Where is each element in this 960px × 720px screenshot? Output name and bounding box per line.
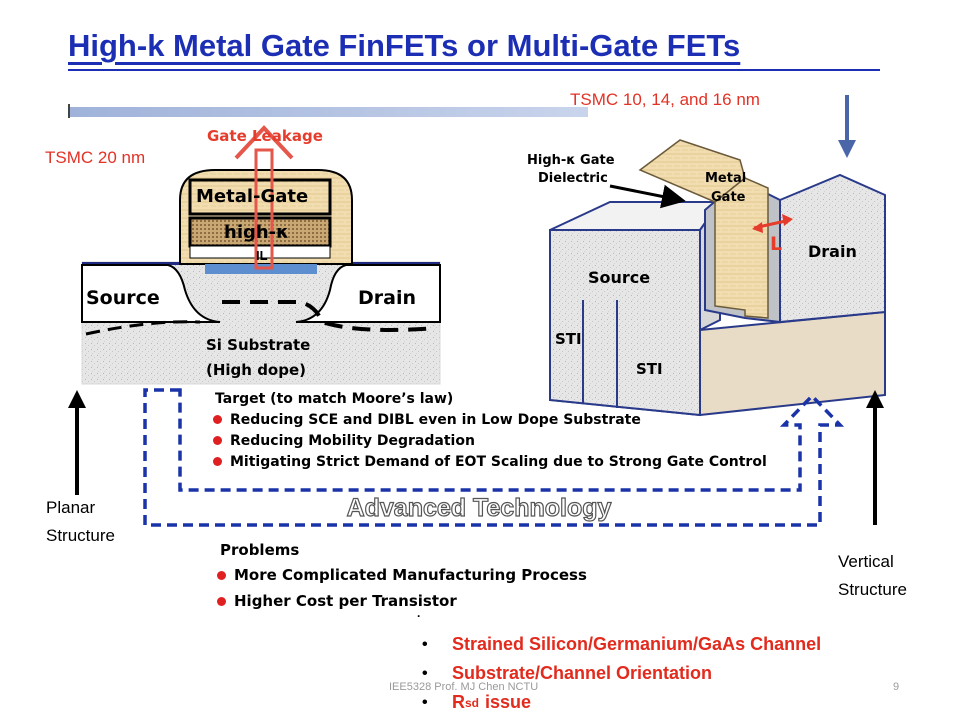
planar-source-label: Source xyxy=(86,287,160,309)
bottom-bullet-item: • Strained Silicon/Germanium/GaAs Channel xyxy=(422,630,821,659)
il-label: IL xyxy=(256,248,268,263)
finfet-drain-label: Drain xyxy=(808,242,857,261)
advanced-technology-arrow xyxy=(143,388,845,527)
finfet-diagram xyxy=(549,139,886,417)
problems-list: Problems More Complicated Manufacturing … xyxy=(217,538,587,614)
planar-structure-label-line2: Structure xyxy=(46,526,115,545)
bullet-dot xyxy=(213,457,222,466)
substrate-label-line2: (High dope) xyxy=(206,361,306,379)
target-item-text: Reducing Mobility Degradation xyxy=(230,432,475,449)
title-underline xyxy=(68,69,880,71)
dielectric-pointer xyxy=(609,184,686,209)
dielectric-label-line2: Dielectric xyxy=(538,171,608,186)
finfet-metal-gate xyxy=(714,177,769,319)
planar-drain-region xyxy=(295,264,441,323)
gate-leakage-label: Gate Leakage xyxy=(207,127,323,145)
dielectric-label-line1: High-κ Gate xyxy=(527,153,615,168)
vertical-structure-label-line2: Structure xyxy=(838,580,907,599)
planar-transistor-diagram xyxy=(81,125,441,385)
finfet-source-label: Source xyxy=(588,268,651,287)
decorative-bar xyxy=(68,107,588,117)
advanced-technology-label: Advanced Technology xyxy=(347,494,612,522)
vertical-structure-label-line1: Vertical xyxy=(838,552,894,571)
gate-length-arrowhead-left xyxy=(752,222,763,233)
interfacial-layer xyxy=(189,245,331,259)
target-item-text: Mitigating Strict Demand of EOT Scaling … xyxy=(230,453,767,470)
problems-heading: Problems xyxy=(220,541,300,559)
target-heading: Target (to match Moore’s law) xyxy=(215,390,454,407)
bullet-dot xyxy=(217,596,226,606)
bottom-bullet-item: • Substrate/Channel Orientation xyxy=(422,659,821,688)
problem-item-text: Higher Cost per Transistor xyxy=(234,592,457,610)
high-k-label: high-κ xyxy=(224,222,289,243)
problem-item: More Complicated Manufacturing Process xyxy=(217,562,587,588)
bottom-bullet-text: Substrate/Channel Orientation xyxy=(452,663,713,683)
rsd-symbol: R xyxy=(452,692,465,712)
planar-source-region xyxy=(81,264,221,323)
planar-structure-label-line1: Planar xyxy=(46,498,96,517)
target-list: Target (to match Moore’s law) Reducing S… xyxy=(213,388,767,472)
stray-dot: . xyxy=(417,606,421,620)
rsd-subscript: sd xyxy=(465,695,480,710)
tsmc-20nm-label: TSMC 20 nm xyxy=(45,148,146,167)
gate-leakage-arrowhead xyxy=(234,125,294,160)
planar-drain-label: Drain xyxy=(358,287,417,309)
finfet-metal-label-line1: Metal xyxy=(705,171,747,186)
bottom-bullet-text: issue xyxy=(485,692,532,712)
finfet-gate-top xyxy=(638,139,746,203)
decorative-bar-tick xyxy=(68,104,70,118)
slide-title: High-k Metal Gate FinFETs or Multi-Gate … xyxy=(68,28,741,63)
target-item: Mitigating Strict Demand of EOT Scaling … xyxy=(213,451,767,472)
planar-arrowhead xyxy=(68,390,86,408)
substrate-label-line1: Si Substrate xyxy=(206,336,311,354)
target-item: Reducing Mobility Degradation xyxy=(213,430,767,451)
tsmc-10-14-16-label: TSMC 10, 14, and 16 nm xyxy=(570,90,760,109)
gate-leakage-path xyxy=(254,148,274,270)
bullet-dot xyxy=(213,436,222,445)
bullet-glyph: • xyxy=(422,693,428,711)
bottom-bullet-list: • Strained Silicon/Germanium/GaAs Channel… xyxy=(422,630,821,717)
depletion-edge-left xyxy=(85,320,201,336)
metal-gate-block xyxy=(188,178,332,216)
target-item-text: Reducing SCE and DIBL even in Low Dope S… xyxy=(230,411,641,428)
gate-length-arrowhead-right xyxy=(782,214,793,226)
finfet-metal-label-line2: Gate xyxy=(711,190,746,205)
depletion-edge-right xyxy=(222,300,437,332)
problem-item: Higher Cost per Transistor xyxy=(217,588,587,614)
tsmc-new-arrowhead xyxy=(838,140,856,158)
bullet-glyph: • xyxy=(422,664,428,682)
sti-label-left: STI xyxy=(555,330,582,348)
bullet-dot xyxy=(217,570,226,580)
bullet-glyph: • xyxy=(422,635,428,653)
problem-item-text: More Complicated Manufacturing Process xyxy=(234,566,587,584)
slide-page-number: 9 xyxy=(893,681,900,693)
finfet-source-top xyxy=(549,201,722,231)
gate-length-label: L xyxy=(770,233,783,255)
sti-label-right: STI xyxy=(636,360,663,378)
vertical-arrowhead xyxy=(866,390,884,408)
metal-gate-label: Metal-Gate xyxy=(196,186,309,207)
target-item: Reducing SCE and DIBL even in Low Dope S… xyxy=(213,409,767,430)
bullet-dot xyxy=(213,415,222,424)
footer-course-label: IEE5328 Prof. MJ Chen NCTU xyxy=(389,681,539,693)
bottom-bullet-text: Strained Silicon/Germanium/GaAs Channel xyxy=(452,634,822,654)
